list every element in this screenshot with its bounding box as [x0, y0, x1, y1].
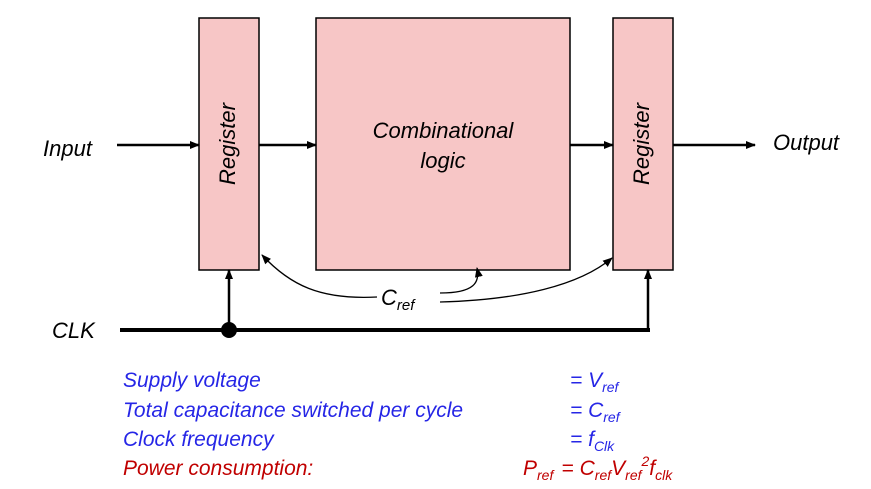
input-label: Input: [43, 136, 93, 161]
spec-capacitance-label: Total capacitance switched per cycle: [123, 399, 463, 422]
power-formula: Pref=CrefVref2fclk: [523, 453, 673, 483]
cap-curve-to-reg-right: [439, 257, 613, 303]
output-label: Output: [773, 130, 840, 155]
combinational-logic-block: [315, 17, 571, 271]
combinational-label-line1: Combinational: [373, 118, 515, 143]
spec-clock-frequency-label: Clock frequency: [123, 428, 275, 451]
combinational-label-line2: logic: [420, 148, 465, 173]
spec-capacitance-value: = Cref: [570, 399, 622, 425]
cap-label: Cref: [381, 285, 416, 314]
spec-clock-frequency-value: = fClk: [570, 428, 615, 454]
spec-supply-voltage-value: = Vref: [570, 369, 621, 395]
spec-supply-voltage-label: Supply voltage: [123, 369, 261, 392]
clk-junction-dot: [221, 322, 237, 338]
register-right-block: [612, 17, 674, 271]
cap-curve-to-reg-left: [261, 254, 378, 299]
power-consumption-label: Power consumption:: [123, 457, 313, 480]
clk-label: CLK: [52, 318, 96, 343]
register-right-label: Register: [629, 101, 654, 185]
cap-curve-to-logic: [439, 267, 483, 294]
register-left-label: Register: [215, 101, 240, 185]
register-left-block: [198, 17, 260, 271]
